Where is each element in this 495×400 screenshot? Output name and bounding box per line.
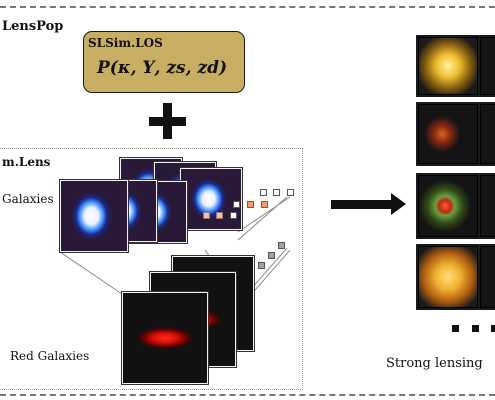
feature-square [258,262,265,269]
feature-square [203,212,210,219]
feature-square [273,189,280,196]
feature-square [287,189,294,196]
blue-galaxy-tile-main [59,179,129,253]
red-galaxy-tile-main [121,291,209,385]
lenspop-label: LensPop [2,19,64,34]
blue-galaxy-tile-3 [179,167,243,231]
strong-lens-image-2 [416,102,480,166]
red-galaxies-label: Red Galaxies [10,349,90,363]
strong-lens-image-1-neighbor [478,35,495,97]
lens-module-title: m.Lens [2,155,51,169]
arrow-body [331,200,393,209]
plus-sign-horizontal [149,117,186,126]
top-dashed-border [0,6,495,8]
strong-lens-image-2-neighbor [478,102,495,166]
feature-square [247,201,254,208]
strong-lensing-label: Strong lensing [386,356,483,371]
feature-square [260,189,267,196]
feature-square [216,212,223,219]
feature-square [268,252,275,259]
strong-lens-image-3-neighbor [478,173,495,239]
strong-lens-image-4 [416,244,480,310]
feature-square [261,201,268,208]
feature-square [230,212,237,219]
los-formula: P(κ, Υ, zs, zd) [97,58,228,78]
strong-lens-image-3 [416,173,480,239]
los-box [83,31,245,93]
strong-lens-image-1 [416,35,480,97]
ellipsis-dot [491,325,495,332]
lens-module-box [0,148,303,390]
bottom-dashed-border [0,394,495,396]
strong-lens-image-4-neighbor [478,244,495,310]
ellipsis-dot [472,325,479,332]
feature-square [278,242,285,249]
arrow-head [391,193,406,215]
galaxies-label: Galaxies [2,192,54,206]
ellipsis-dot [452,325,459,332]
los-title: SLSim.LOS [88,36,163,50]
feature-square [233,201,240,208]
